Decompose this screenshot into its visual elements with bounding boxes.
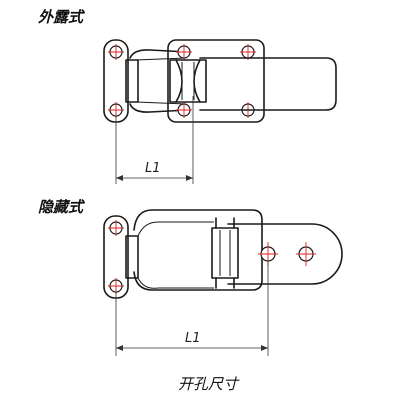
- exposed-wire-loop: [129, 49, 189, 113]
- concealed-wire-loop: [137, 221, 214, 289]
- exposed-pivot-block: [169, 59, 207, 103]
- concealed-lever: [227, 223, 343, 285]
- concealed-dimension-label: L1: [185, 331, 201, 346]
- concealed-latch: 隐藏式 L1: [38, 198, 343, 356]
- exposed-dimension-label: L1: [145, 161, 161, 176]
- exposed-latch: 外露式: [37, 8, 337, 184]
- exposed-hinge-plate: [103, 39, 139, 123]
- lever-hole-centerline: [296, 242, 316, 266]
- figure-caption: 开孔尺寸: [178, 375, 240, 393]
- concealed-pivot-block: [211, 217, 239, 289]
- concealed-title: 隐藏式: [38, 198, 86, 216]
- exposed-lever: [199, 57, 337, 111]
- exposed-title: 外露式: [37, 8, 86, 26]
- concealed-hinge-plate: [103, 215, 139, 299]
